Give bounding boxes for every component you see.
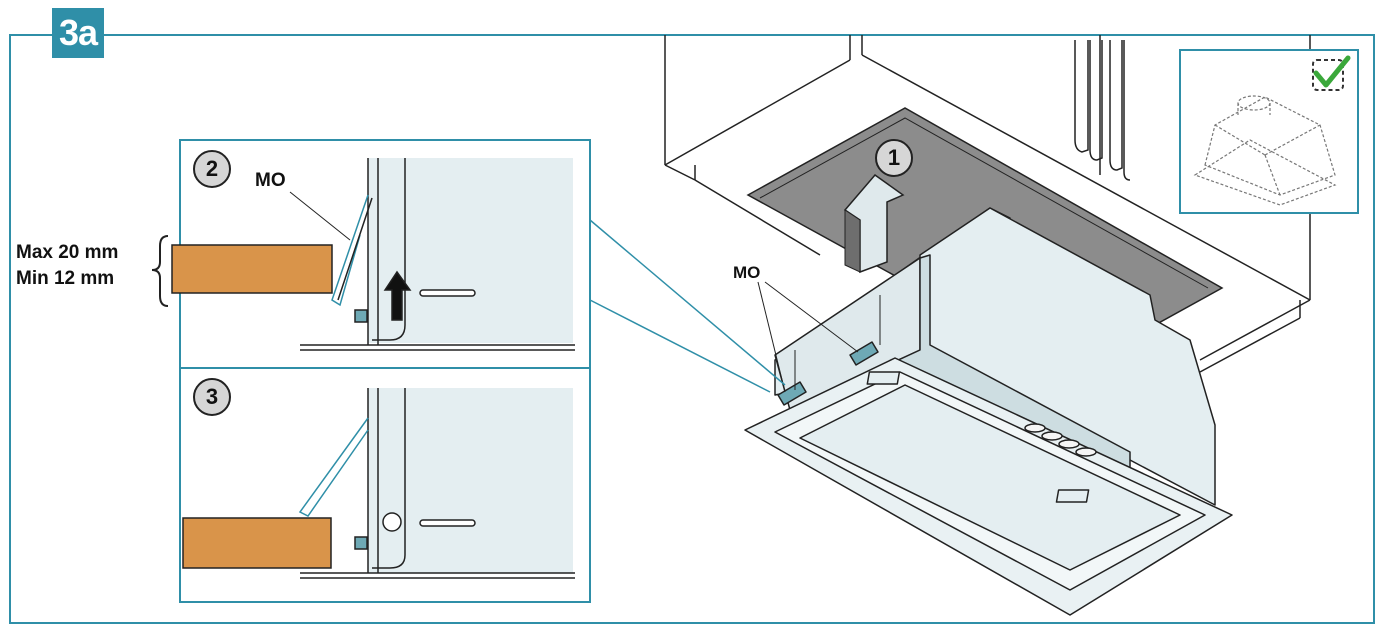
- thickness-min: Min 12 mm: [16, 268, 115, 289]
- step-label: 3a: [52, 8, 104, 58]
- thickness-brace: [151, 235, 169, 307]
- mo-label-main: MO: [733, 263, 761, 282]
- mo-leader-left: [757, 281, 786, 393]
- cabinet: [664, 35, 1311, 373]
- detail-step-3: [182, 388, 575, 579]
- outer-frame: [9, 34, 1375, 624]
- thickness-max: Max 20 mm: [16, 242, 119, 263]
- detail-number-3: 3: [193, 378, 231, 416]
- main-step-number-1: 1: [875, 139, 913, 177]
- checkmark-icon: [1312, 55, 1351, 91]
- up-arrow-icon: [843, 173, 905, 274]
- mo-label-detail: MO: [255, 170, 286, 191]
- detail-number-2: 2: [193, 150, 231, 188]
- callout-line-top: [589, 219, 786, 386]
- small-up-arrow-icon: [383, 270, 412, 321]
- detail-step-2: [171, 158, 575, 351]
- mo-leader-right: [764, 281, 859, 353]
- callout-line-bottom: [589, 299, 771, 393]
- hood-outline-thumbnail: [1193, 95, 1337, 206]
- mo-leader-detail: [289, 191, 351, 241]
- hood-unit: [744, 207, 1233, 616]
